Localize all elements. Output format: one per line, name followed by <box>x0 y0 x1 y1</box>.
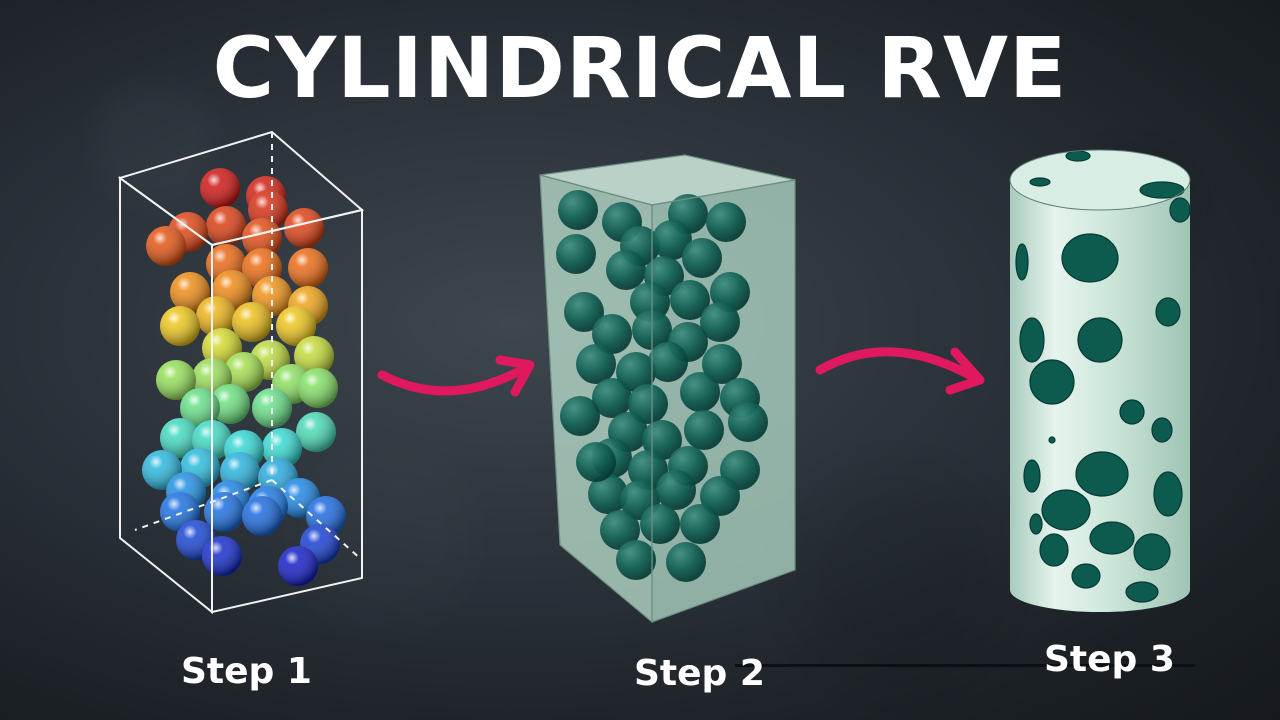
teal-sphere <box>600 510 640 550</box>
sphere-shine <box>160 418 200 458</box>
teal-sphere <box>556 234 596 274</box>
inclusion-section <box>1125 581 1159 603</box>
sphere-shine <box>276 306 316 346</box>
inclusion-section <box>1119 399 1145 425</box>
teal-sphere <box>564 292 604 332</box>
teal-sphere <box>656 470 696 510</box>
sphere-shine <box>284 208 324 248</box>
inclusion-section <box>1041 489 1091 531</box>
inclusion-section <box>1077 317 1123 363</box>
sphere-shine <box>296 412 336 452</box>
sphere-shine <box>196 296 236 336</box>
teal-sphere <box>670 280 710 320</box>
sphere-shine <box>206 206 246 246</box>
teal-sphere <box>640 504 680 544</box>
sphere-shine <box>278 546 318 586</box>
sphere-shine <box>298 368 338 408</box>
teal-sphere <box>666 542 706 582</box>
teal-sphere <box>616 540 656 580</box>
teal-sphere <box>700 476 740 516</box>
inclusion-section <box>1153 471 1183 517</box>
inclusion-section <box>1029 177 1051 187</box>
inclusion-section <box>1048 436 1056 444</box>
inclusion-section <box>1023 459 1041 493</box>
divider-line <box>735 664 1195 667</box>
inclusion-section <box>1133 533 1171 571</box>
sphere-shine <box>210 384 250 424</box>
teal-sphere <box>628 450 668 490</box>
inclusion-section <box>1155 297 1181 327</box>
step3-figure <box>1009 149 1191 612</box>
step3-label: Step 3 <box>1044 639 1175 680</box>
inclusion-section <box>1065 150 1091 162</box>
sphere-shine <box>146 226 186 266</box>
sphere-shine <box>170 272 210 312</box>
teal-sphere <box>606 250 646 290</box>
teal-sphere <box>684 410 724 450</box>
inclusion-section <box>1029 359 1075 405</box>
sphere-shine <box>180 388 220 428</box>
teal-sphere <box>648 342 688 382</box>
inclusion-section <box>1061 233 1119 283</box>
inclusion-section <box>1089 521 1135 555</box>
curved-arrow-icon <box>377 355 535 397</box>
step1-label: Step 1 <box>181 651 312 692</box>
page-title: CYLINDRICAL RVE <box>212 19 1068 117</box>
teal-sphere <box>706 202 746 242</box>
sphere-shine <box>160 306 200 346</box>
step2-figure <box>539 154 796 624</box>
sphere-shine <box>288 248 328 288</box>
inclusion-section <box>1029 513 1043 535</box>
teal-sphere <box>616 352 656 392</box>
teal-sphere <box>628 384 668 424</box>
wireframe-box <box>117 130 365 615</box>
teal-sphere <box>576 344 616 384</box>
teal-sphere <box>728 402 768 442</box>
inclusion-section <box>1015 243 1029 281</box>
sphere-shine <box>224 352 264 392</box>
teal-sphere <box>560 396 600 436</box>
inclusion-section <box>1019 317 1045 363</box>
sphere-shine <box>294 336 334 376</box>
teal-sphere <box>592 378 632 418</box>
teal-sphere <box>592 314 632 354</box>
curved-arrow-icon <box>815 347 985 395</box>
teal-sphere <box>700 302 740 342</box>
inclusion-section <box>1075 451 1129 497</box>
inclusion-section <box>1151 417 1173 443</box>
inclusion-section <box>1139 181 1185 199</box>
inclusion-section <box>1169 197 1191 223</box>
step1-figure <box>117 130 365 615</box>
teal-sphere <box>702 344 742 384</box>
teal-sphere <box>652 220 692 260</box>
sphere-shine <box>202 536 242 576</box>
teal-sphere <box>682 238 722 278</box>
sphere-shine <box>232 302 272 342</box>
teal-sphere <box>576 442 616 482</box>
inclusion-section <box>1071 563 1101 589</box>
teal-sphere <box>558 190 598 230</box>
teal-sphere <box>588 474 628 514</box>
sphere-shine <box>156 360 196 400</box>
teal-sphere <box>680 504 720 544</box>
sphere-shine <box>242 496 282 536</box>
sphere-shine <box>200 168 240 208</box>
step2-label: Step 2 <box>634 653 765 694</box>
teal-sphere <box>680 372 720 412</box>
inclusion-section <box>1039 533 1069 567</box>
